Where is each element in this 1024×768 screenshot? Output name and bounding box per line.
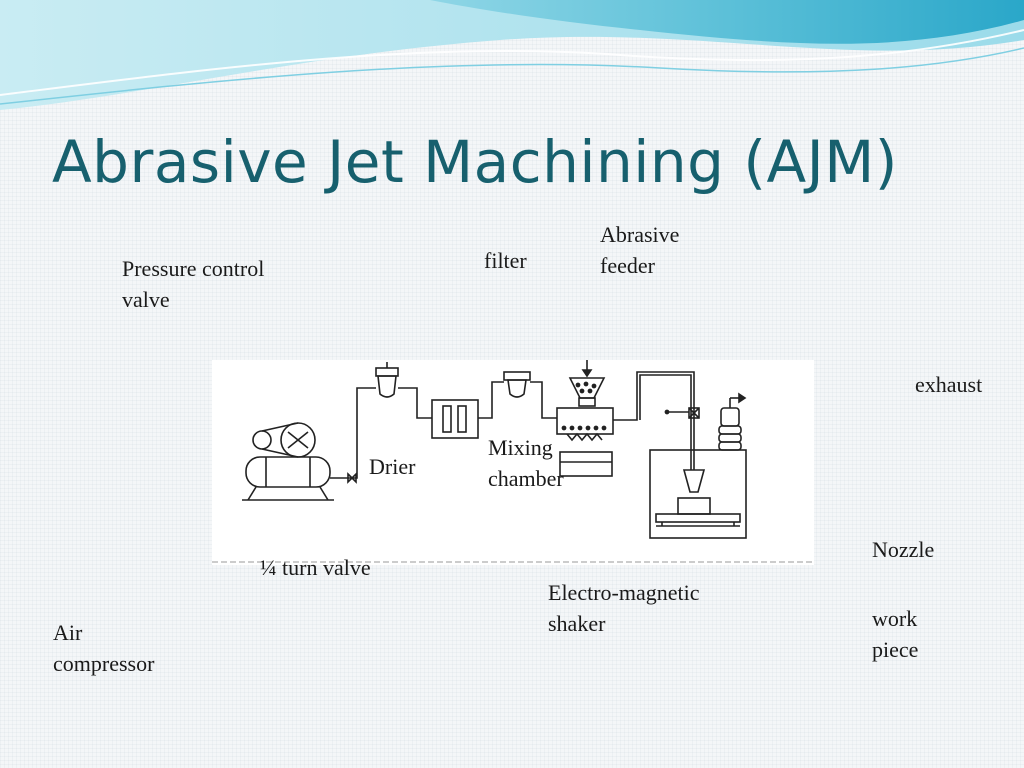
air-compressor-label-line2: compressor (53, 651, 155, 676)
abrasive-feeder-label-line1: Abrasive (600, 222, 680, 247)
drier-icon (431, 399, 479, 439)
abrasive-feeder-icon (568, 360, 606, 407)
electro-magnetic-shaker-label-line1: Electro-magnetic (548, 580, 700, 605)
air-compressor-icon (242, 422, 334, 501)
electro-magnetic-shaker-label: Electro-magnetic shaker (548, 577, 699, 639)
nozzle-label: Nozzle (872, 537, 935, 562)
mixing-chamber-icon (556, 407, 614, 442)
electro-magnetic-shaker-label-line2: shaker (548, 611, 606, 636)
work-chamber-icon (649, 449, 747, 539)
work-piece-label: work piece (872, 603, 918, 665)
work-piece-label-line1: work (872, 606, 918, 631)
quarter-turn-valve-label: ¼ turn valve (260, 555, 371, 580)
ajm-schematic-diagram (212, 360, 814, 565)
pressure-control-valve-icon (375, 362, 399, 398)
filter-icon (503, 371, 531, 398)
filter-label: filter (484, 248, 527, 273)
quarter-turn-valve-icon (347, 472, 357, 484)
air-compressor-label: Air compressor (53, 617, 154, 679)
mixing-chamber-label-line2: chamber (488, 466, 564, 491)
electro-magnetic-shaker-icon (559, 451, 613, 477)
nozzle-icon (682, 469, 706, 493)
work-piece-label-line2: piece (872, 637, 919, 662)
drier-label: Drier (369, 454, 416, 479)
air-compressor-label-line1: Air (53, 620, 83, 645)
mixing-chamber-label: Mixing chamber (488, 432, 564, 494)
pressure-control-valve-label: Pressure control valve (122, 253, 264, 315)
exhaust-icon (718, 392, 747, 451)
mixing-chamber-label-line1: Mixing (488, 435, 553, 460)
header-swoosh (0, 0, 1024, 110)
work-piece-icon (655, 497, 741, 527)
abrasive-feeder-label: Abrasive feeder (600, 219, 679, 281)
abrasive-feeder-label-line2: feeder (600, 253, 655, 278)
pressure-control-valve-label-line2: valve (122, 287, 170, 312)
slide-title: Abrasive Jet Machining (AJM) (52, 128, 898, 196)
exhaust-label: exhaust (915, 372, 983, 397)
pressure-control-valve-label-line1: Pressure control (122, 256, 265, 281)
